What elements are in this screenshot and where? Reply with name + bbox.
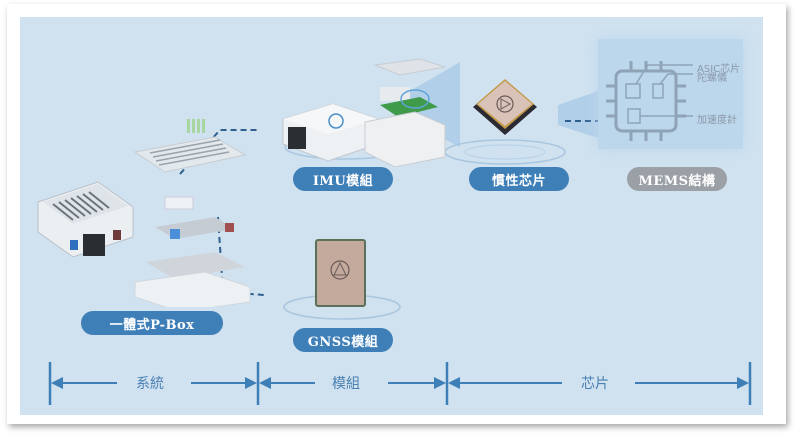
- ripple-chip-inner: [464, 144, 546, 160]
- dimension-label-system: 系統: [130, 373, 170, 393]
- pill-gnss: GNSS模組: [293, 328, 393, 352]
- mems-callout-gyroscope: 陀螺儀: [697, 73, 727, 84]
- dimension-label-chip: 芯片: [575, 373, 615, 393]
- gnss-module-icon: [315, 239, 366, 307]
- dimension-bar: [48, 362, 752, 405]
- pill-inertial-chip: 慣性芯片: [469, 167, 569, 191]
- diagram-panel: ASIC芯片 陀螺儀 加速度計 一體式P-Box IMU模組 GNSS模組 慣性…: [20, 17, 763, 415]
- imu-module-icon: [282, 103, 379, 162]
- zoom-beam-chip: [558, 87, 610, 142]
- imu-exploded-icon: [364, 58, 446, 167]
- pbox-exploded-icon: [133, 119, 251, 307]
- dimension-label-module: 模組: [326, 373, 366, 393]
- pill-imu: IMU模組: [293, 167, 393, 191]
- mems-structure-icon: [606, 61, 693, 141]
- pill-mems: MEMS結構: [627, 167, 727, 191]
- mems-callout-asic: ASIC芯片: [697, 64, 741, 75]
- pbox-device-icon: [37, 181, 134, 258]
- mems-callout-accelerometer: 加速度計: [697, 115, 737, 126]
- pill-pbox: 一體式P-Box: [81, 311, 223, 335]
- inertial-chip-icon: [473, 79, 537, 135]
